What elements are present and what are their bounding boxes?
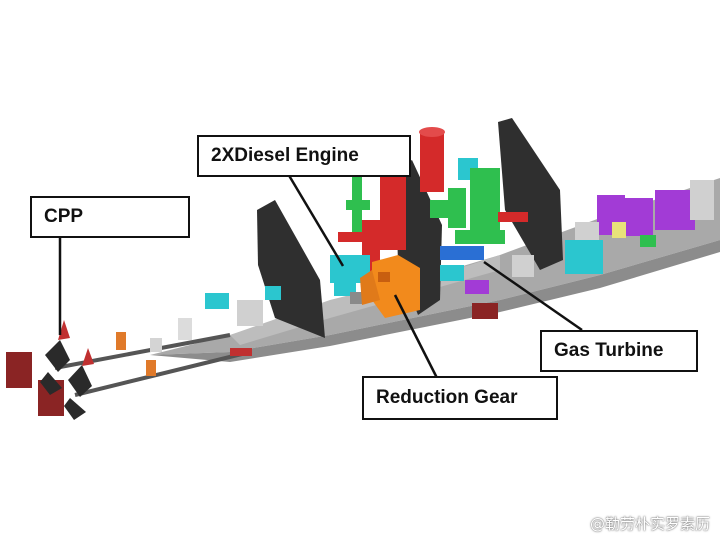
label-cpp: CPP	[30, 196, 190, 238]
aft-machinery	[178, 286, 281, 356]
forward-compartments	[565, 180, 714, 274]
label-diesel-engine: 2XDiesel Engine	[197, 135, 411, 177]
watermark: @勒劳朴实罗素历	[589, 515, 710, 533]
cpp-propellers	[6, 320, 162, 420]
label-gas-turbine: Gas Turbine	[540, 330, 698, 372]
label-reduction-gear: Reduction Gear	[362, 376, 558, 420]
reduction-gear	[360, 255, 420, 318]
gas-turbine	[430, 158, 534, 319]
